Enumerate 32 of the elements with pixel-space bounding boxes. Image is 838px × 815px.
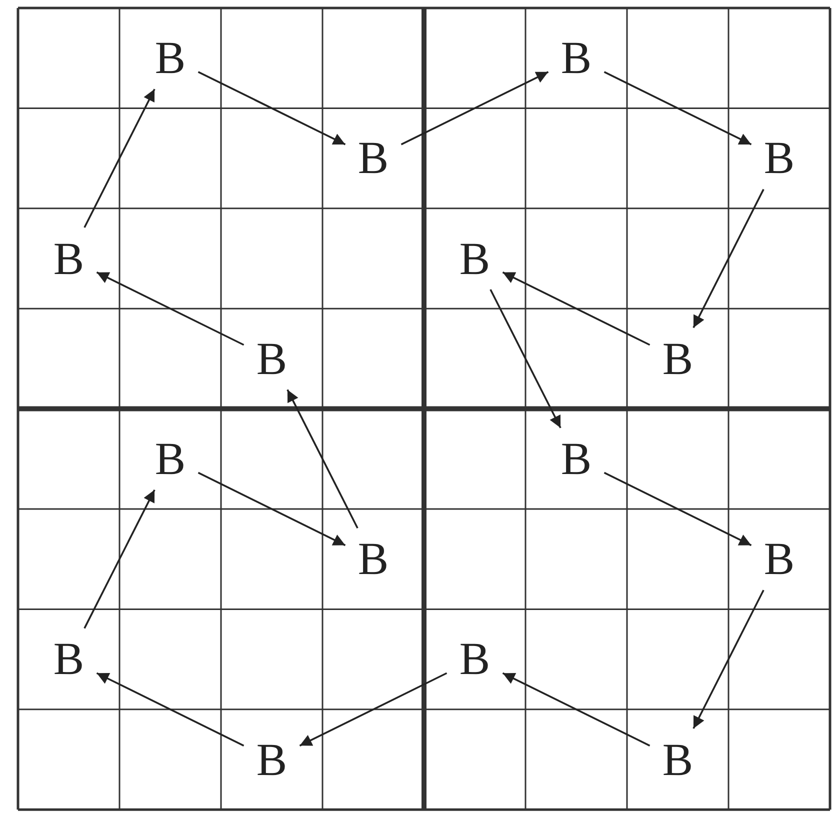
board-letter: B (450, 232, 499, 286)
board-letter: B (654, 332, 702, 386)
board-letter: B (44, 232, 93, 286)
board-letter: B (654, 732, 702, 786)
arrow (604, 472, 752, 546)
arrow (198, 472, 346, 546)
board-letter: B (552, 31, 600, 86)
arrow (502, 672, 650, 746)
board-letter: B (552, 432, 600, 486)
arrow (692, 590, 764, 729)
arrow (198, 71, 346, 146)
board-letter: B (248, 332, 296, 386)
arrow (502, 272, 650, 346)
arrow (400, 71, 549, 146)
board-letter: B (146, 31, 194, 86)
board-letter: B (248, 732, 296, 786)
board-letter: B (450, 632, 499, 686)
board-letter: B (755, 131, 804, 186)
board-letter: B (44, 632, 93, 686)
board-letter: B (349, 131, 398, 186)
board-letter: B (146, 432, 194, 486)
board-letter: B (755, 532, 804, 586)
arrow (84, 490, 156, 629)
arrow (692, 188, 764, 328)
arrow (96, 672, 244, 746)
arrow (490, 289, 562, 428)
arrow (286, 389, 358, 528)
arrow (96, 272, 244, 346)
arrow (604, 71, 752, 146)
arrow (84, 88, 156, 228)
arrow (299, 672, 448, 746)
board-letter: B (349, 532, 398, 586)
